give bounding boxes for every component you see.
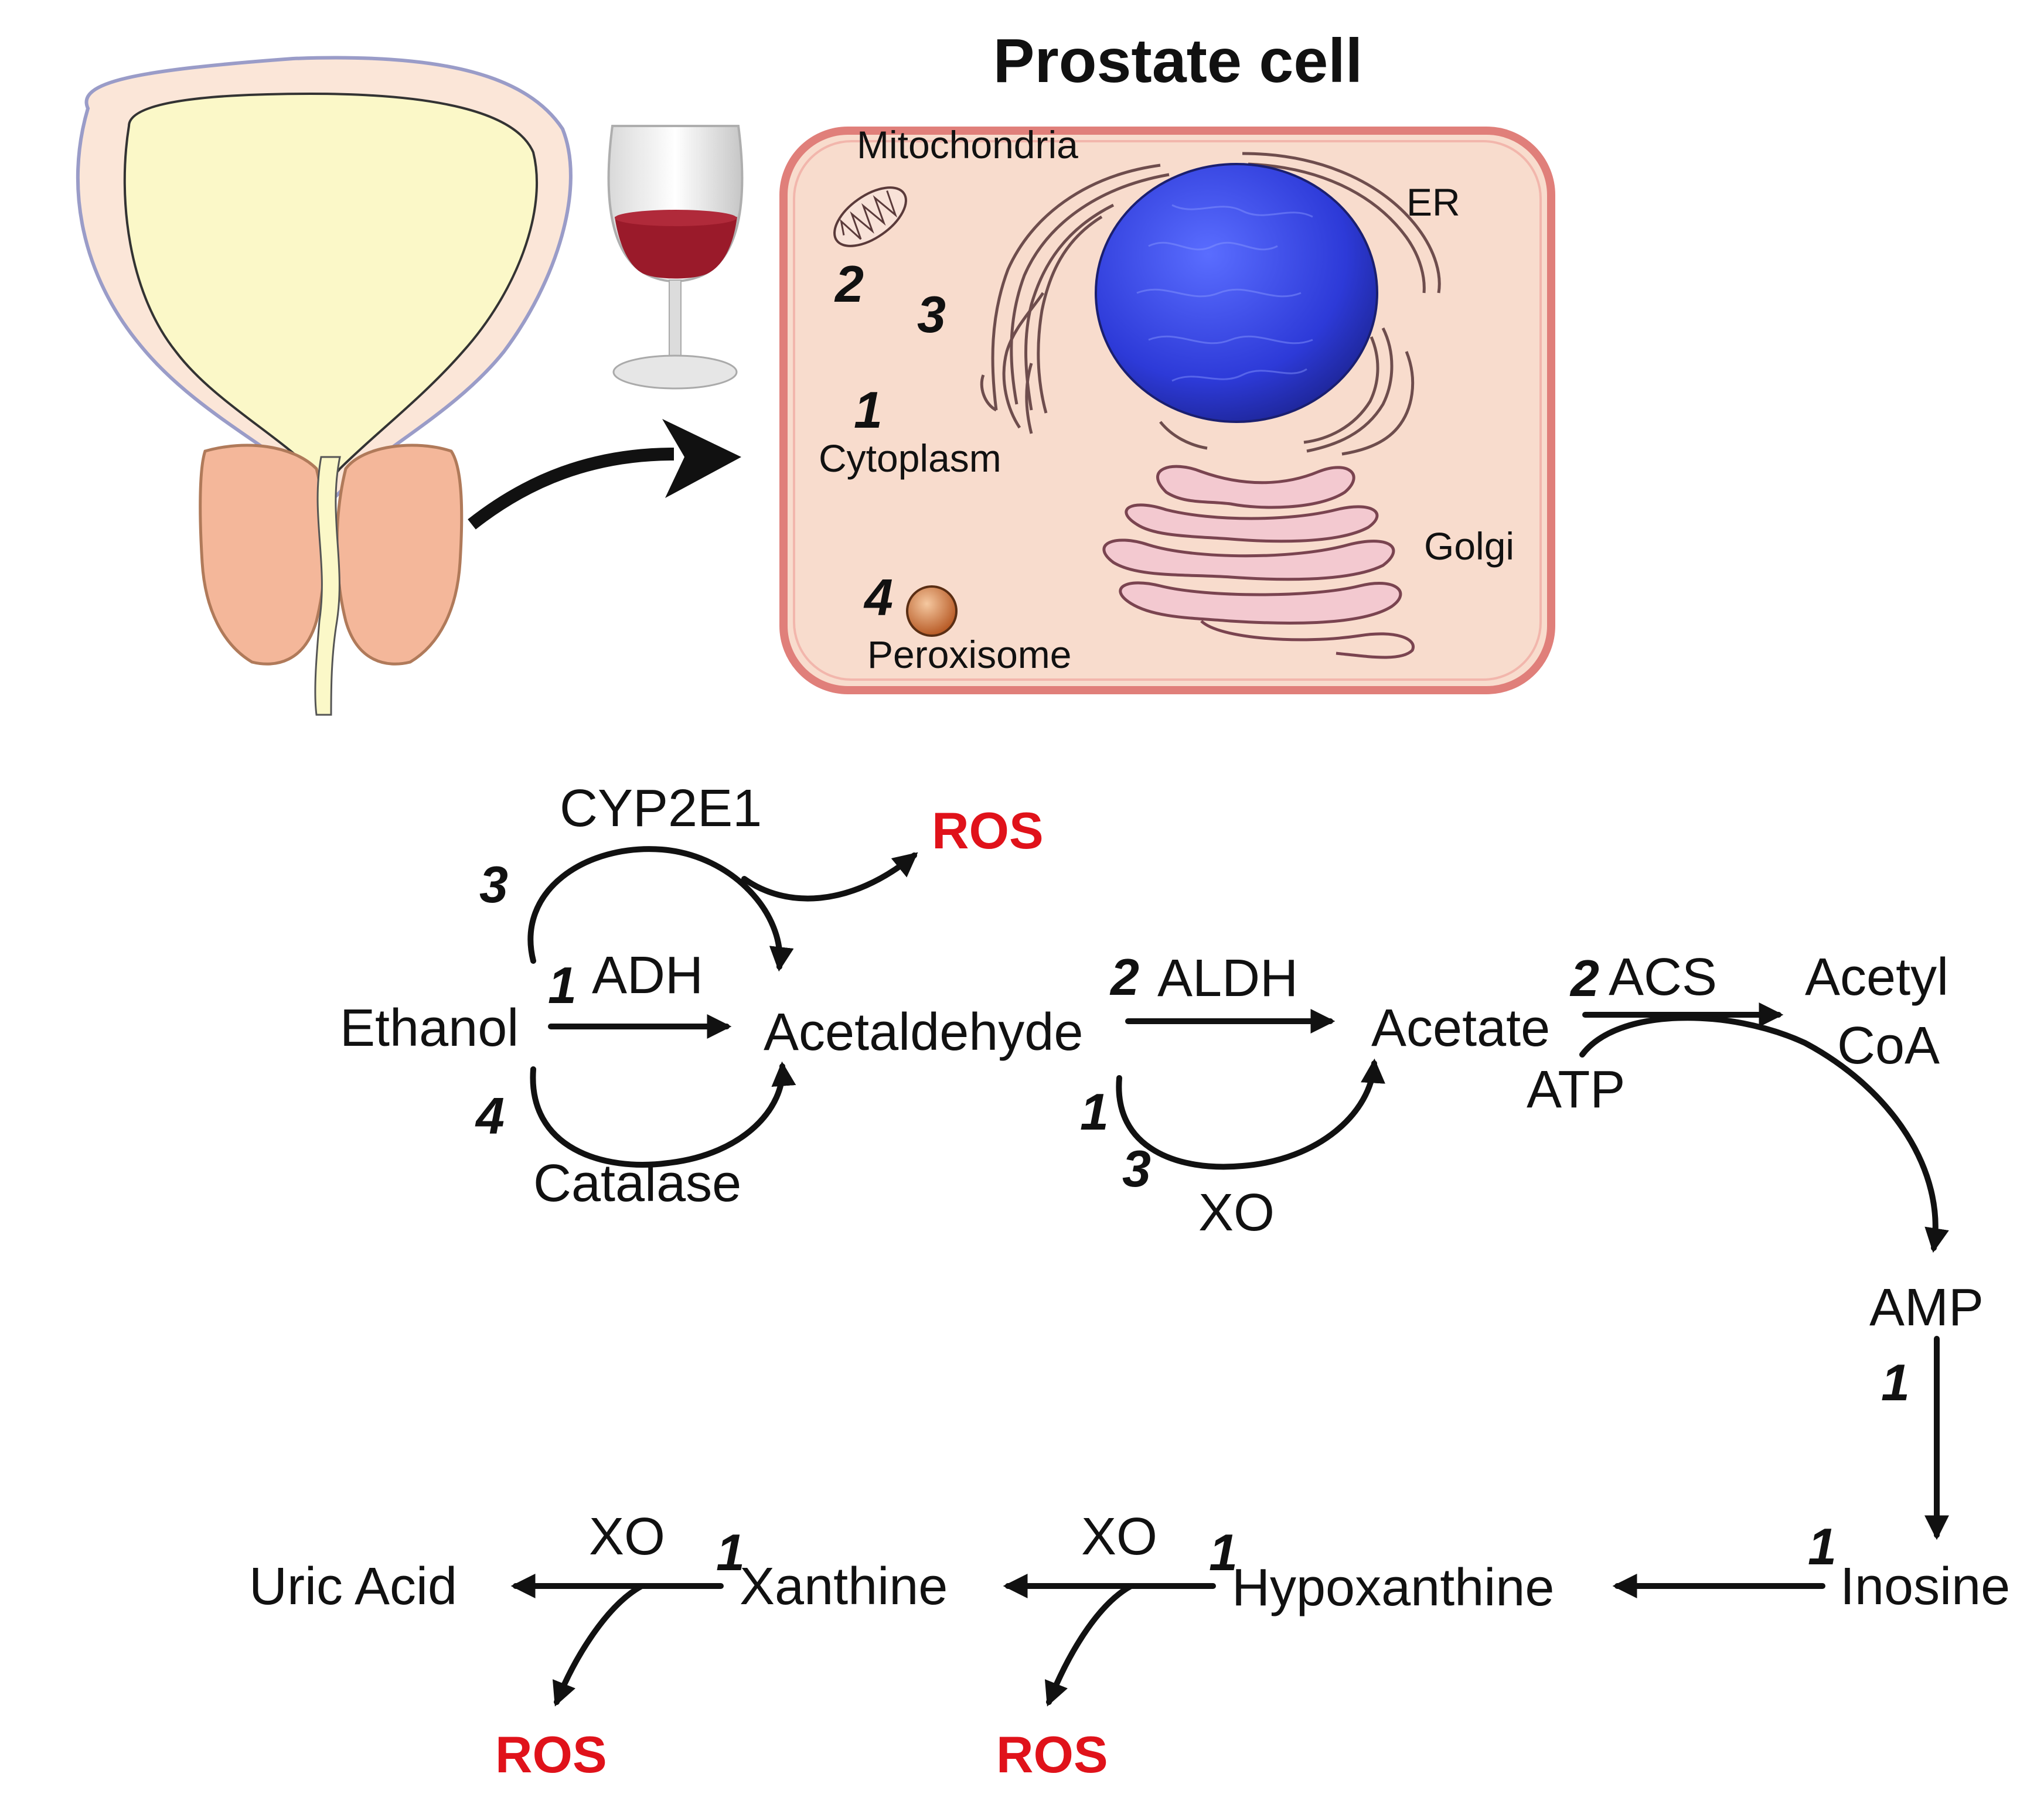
compound-acetyl: Acetyl: [1805, 948, 1948, 1007]
compound-xanthine: Xanthine: [740, 1557, 948, 1616]
label-cytoplasm: Cytoplasm: [819, 436, 1001, 480]
arrow-cyp2e1: [527, 846, 794, 972]
compound-coa: CoA: [1837, 1017, 1940, 1075]
number-acs: 2: [1569, 949, 1599, 1007]
enzyme-cyp2e1: CYP2E1: [560, 779, 762, 838]
number-hypoxanthine: 1: [1209, 1523, 1238, 1581]
enzyme-xo-xanthine: XO: [589, 1507, 665, 1566]
prostate-illustration: [76, 56, 573, 716]
golgi-apparatus: [1102, 465, 1415, 659]
compound-uric-acid: Uric Acid: [249, 1557, 457, 1616]
ros-cyp2e1: ROS: [932, 801, 1044, 860]
enzyme-xo-hypoxanthine: XO: [1081, 1507, 1157, 1566]
number-amp: 1: [1881, 1353, 1910, 1411]
compound-inosine: Inosine: [1840, 1557, 2010, 1616]
mitochondrion: [833, 186, 907, 247]
nucleus: [1095, 163, 1378, 423]
label-mitochondria: Mitochondria: [857, 123, 1078, 166]
enzyme-xo-acetaldehyde: XO: [1198, 1184, 1275, 1242]
prostate-lobe-right: [335, 444, 464, 666]
pathway-arrows: [510, 846, 1949, 1707]
prostate-cell: Mitochondria ER Cytoplasm Golgi Peroxiso…: [779, 123, 1555, 694]
compound-ethanol: Ethanol: [340, 999, 519, 1058]
marker-peroxisome: 4: [863, 568, 893, 626]
arrow-atp-amp: [1579, 1015, 1949, 1253]
enzyme-acs: ACS: [1609, 948, 1717, 1007]
bladder-lumen: [123, 92, 539, 489]
number-catalase: 4: [475, 1087, 505, 1145]
enzyme-aldh: ALDH: [1157, 949, 1298, 1008]
enzyme-adh: ADH: [592, 946, 703, 1005]
number-adh: 1: [548, 956, 577, 1014]
arrow-xo-acetaldehyde: [1116, 1058, 1385, 1170]
urethra: [314, 456, 341, 716]
arrow-catalase: [530, 1061, 796, 1168]
compound-acetaldehyde: Acetaldehyde: [764, 1003, 1083, 1062]
enzyme-catalase: Catalase: [533, 1154, 741, 1213]
marker-er: 3: [917, 285, 946, 343]
cell-title: Prostate cell: [993, 26, 1362, 96]
number-inosine: 1: [1808, 1517, 1837, 1575]
compound-amp: AMP: [1869, 1278, 1984, 1337]
number-xo-3: 3: [1122, 1140, 1151, 1198]
arrow-xanthine-ros: [552, 1583, 645, 1707]
number-cyp2e1: 3: [479, 855, 508, 913]
arrow-hypoxanthine-ros: [1044, 1583, 1134, 1707]
marker-cytoplasm: 1: [854, 381, 883, 439]
arrow-cyp2e1-ros: [741, 852, 918, 902]
peroxisome: [906, 585, 958, 637]
pathway-labels: Ethanol Acetaldehyde Acetate Acetyl CoA …: [249, 779, 2010, 1783]
ros-hypoxanthine: ROS: [996, 1725, 1108, 1783]
marker-mitochondria: 2: [834, 255, 864, 313]
compound-acetate: Acetate: [1371, 999, 1550, 1058]
wine-glass-icon: [607, 125, 744, 390]
prostate-lobe-left: [199, 444, 327, 666]
compound-atp: ATP: [1527, 1060, 1625, 1119]
label-golgi: Golgi: [1424, 524, 1514, 568]
label-peroxisome: Peroxisome: [867, 633, 1071, 676]
ros-xanthine: ROS: [495, 1725, 607, 1783]
endoplasmic-reticulum: [980, 152, 1441, 456]
curved-arrow-icon: [468, 419, 741, 530]
compound-hypoxanthine: Hypoxanthine: [1232, 1558, 1554, 1617]
number-xanthine: 1: [716, 1523, 745, 1581]
number-aldh: 2: [1109, 948, 1139, 1006]
label-er: ER: [1406, 180, 1460, 224]
number-xo-1: 1: [1080, 1083, 1109, 1141]
